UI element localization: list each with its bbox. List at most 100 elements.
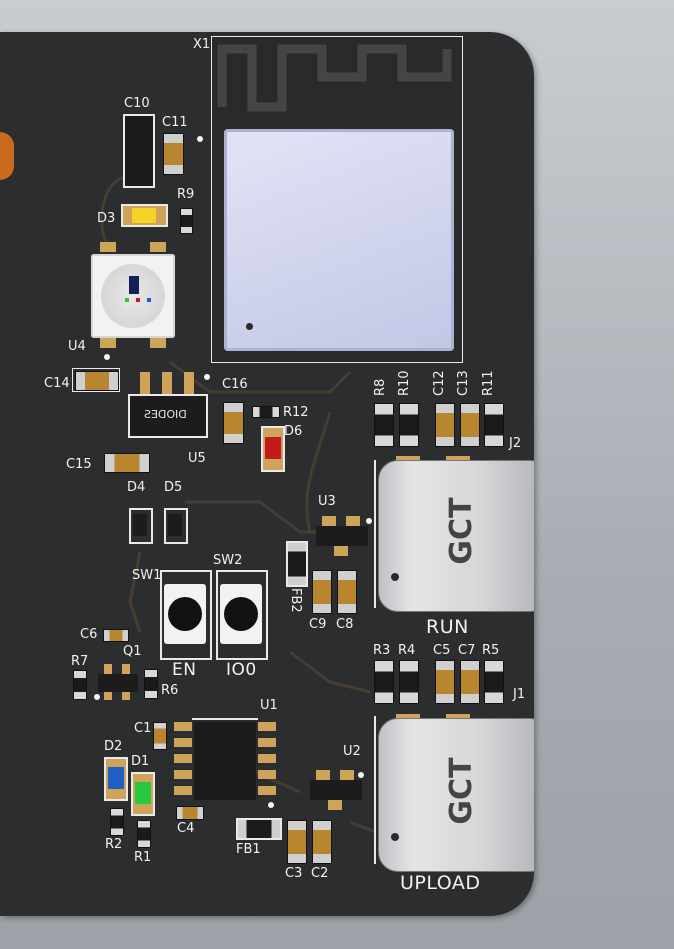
usb-c-connector-run[interactable]: GCT: [378, 460, 534, 612]
j1-label: J1: [513, 687, 526, 702]
c9-capacitor: [312, 570, 332, 614]
c13-capacitor: [460, 403, 480, 447]
c14-capacitor: [75, 371, 119, 391]
c14-label: C14: [44, 376, 70, 391]
en-button[interactable]: [164, 584, 206, 644]
c16-label: C16: [222, 377, 248, 392]
r1-resistor: [137, 820, 151, 848]
u2-ic: [310, 780, 362, 800]
c2-label: C2: [311, 866, 329, 881]
u4-rgb-led: [91, 254, 175, 338]
q1-pad: [122, 664, 130, 674]
u5-label: U5: [188, 451, 206, 466]
c11-capacitor: [163, 133, 184, 175]
io0-button-label: IO0: [226, 660, 257, 680]
q1-pin1-dot: [94, 694, 100, 700]
u4-label: U4: [68, 339, 86, 354]
u2-pad: [316, 770, 330, 780]
r7-label: R7: [71, 654, 89, 669]
c7-capacitor: [460, 660, 480, 704]
d6-led-red: [261, 426, 285, 472]
r9-label: R9: [177, 187, 195, 202]
r8-resistor: [374, 403, 394, 447]
usb-brand-run: GCT: [444, 497, 479, 565]
r8-label: R8: [373, 378, 388, 396]
u4-pad: [150, 338, 166, 348]
c12-label: C12: [432, 370, 447, 396]
q1-pad: [122, 692, 130, 700]
upload-label: UPLOAD: [400, 872, 481, 894]
fb1-ferrite: [236, 818, 282, 840]
pin1-marker: [246, 323, 253, 330]
d1-led-green: [131, 772, 155, 816]
u1-pads-left: [174, 722, 192, 802]
c15-label: C15: [66, 457, 92, 472]
u5-pin1-dot: [204, 374, 210, 380]
u3-pad: [346, 516, 360, 526]
u5-pad: [184, 372, 194, 394]
sw1-label: SW1: [132, 568, 162, 583]
d4-body: [133, 514, 147, 536]
d2-label: D2: [104, 739, 123, 754]
r10-resistor: [399, 403, 419, 447]
r7-resistor: [73, 670, 87, 700]
r11-resistor: [484, 403, 504, 447]
r4-resistor: [399, 660, 419, 704]
logo-fragment: [0, 132, 14, 180]
sw1-outline: [160, 570, 212, 660]
q1-pad: [104, 664, 112, 674]
d5-diode: [164, 508, 188, 544]
r5-resistor: [484, 660, 504, 704]
c3-capacitor: [287, 820, 307, 864]
c8-capacitor: [337, 570, 357, 614]
r1-label: R1: [134, 850, 152, 865]
r5-label: R5: [482, 643, 500, 658]
j1-outline: [374, 716, 376, 864]
x1-label: X1: [193, 37, 211, 52]
sw2-outline: [216, 570, 268, 660]
c1-label: C1: [134, 721, 152, 736]
d1-label: D1: [131, 754, 150, 769]
c9-label: C9: [309, 617, 327, 632]
c10-label: C10: [124, 96, 150, 111]
c14-outline: [72, 368, 120, 392]
en-button-label: EN: [172, 660, 197, 680]
c5-label: C5: [433, 643, 451, 658]
io0-button[interactable]: [220, 584, 262, 644]
r9-resistor: [180, 208, 193, 234]
r12-resistor: [252, 406, 280, 418]
j2-label: J2: [509, 436, 522, 451]
pcb-antenna-trace: [217, 44, 452, 112]
r6-resistor: [144, 669, 158, 699]
u2-pad: [340, 770, 354, 780]
u5-pad: [140, 372, 150, 394]
c4-capacitor: [176, 806, 204, 820]
u5-pad: [162, 372, 172, 394]
u5-marking: DIODES: [144, 408, 187, 421]
d5-label: D5: [164, 480, 183, 495]
usb-brand-upload: GCT: [444, 757, 479, 825]
r2-resistor: [110, 808, 124, 836]
u4-pad: [100, 338, 116, 348]
u1-pads-right: [258, 722, 276, 802]
r12-label: R12: [283, 405, 309, 420]
d3-label: D3: [97, 211, 116, 226]
q1-label: Q1: [123, 644, 142, 659]
c12-capacitor: [435, 403, 455, 447]
usb-c-connector-upload[interactable]: GCT: [378, 718, 534, 872]
c6-label: C6: [80, 627, 98, 642]
d5-body: [168, 514, 182, 536]
c6-capacitor: [103, 629, 129, 642]
u1-outline: [192, 718, 258, 804]
r11-label: R11: [481, 370, 496, 396]
fb2-label: FB2: [288, 588, 303, 613]
u3-ic: [316, 526, 368, 546]
c15-capacitor: [104, 453, 150, 473]
q1-transistor: [98, 674, 138, 692]
en-button-cap: [168, 597, 202, 631]
u3-pin1-dot: [366, 518, 372, 524]
run-label: RUN: [426, 616, 469, 638]
u2-pin1-dot: [358, 772, 364, 778]
r4-label: R4: [398, 643, 416, 658]
c11-label: C11: [162, 115, 188, 130]
